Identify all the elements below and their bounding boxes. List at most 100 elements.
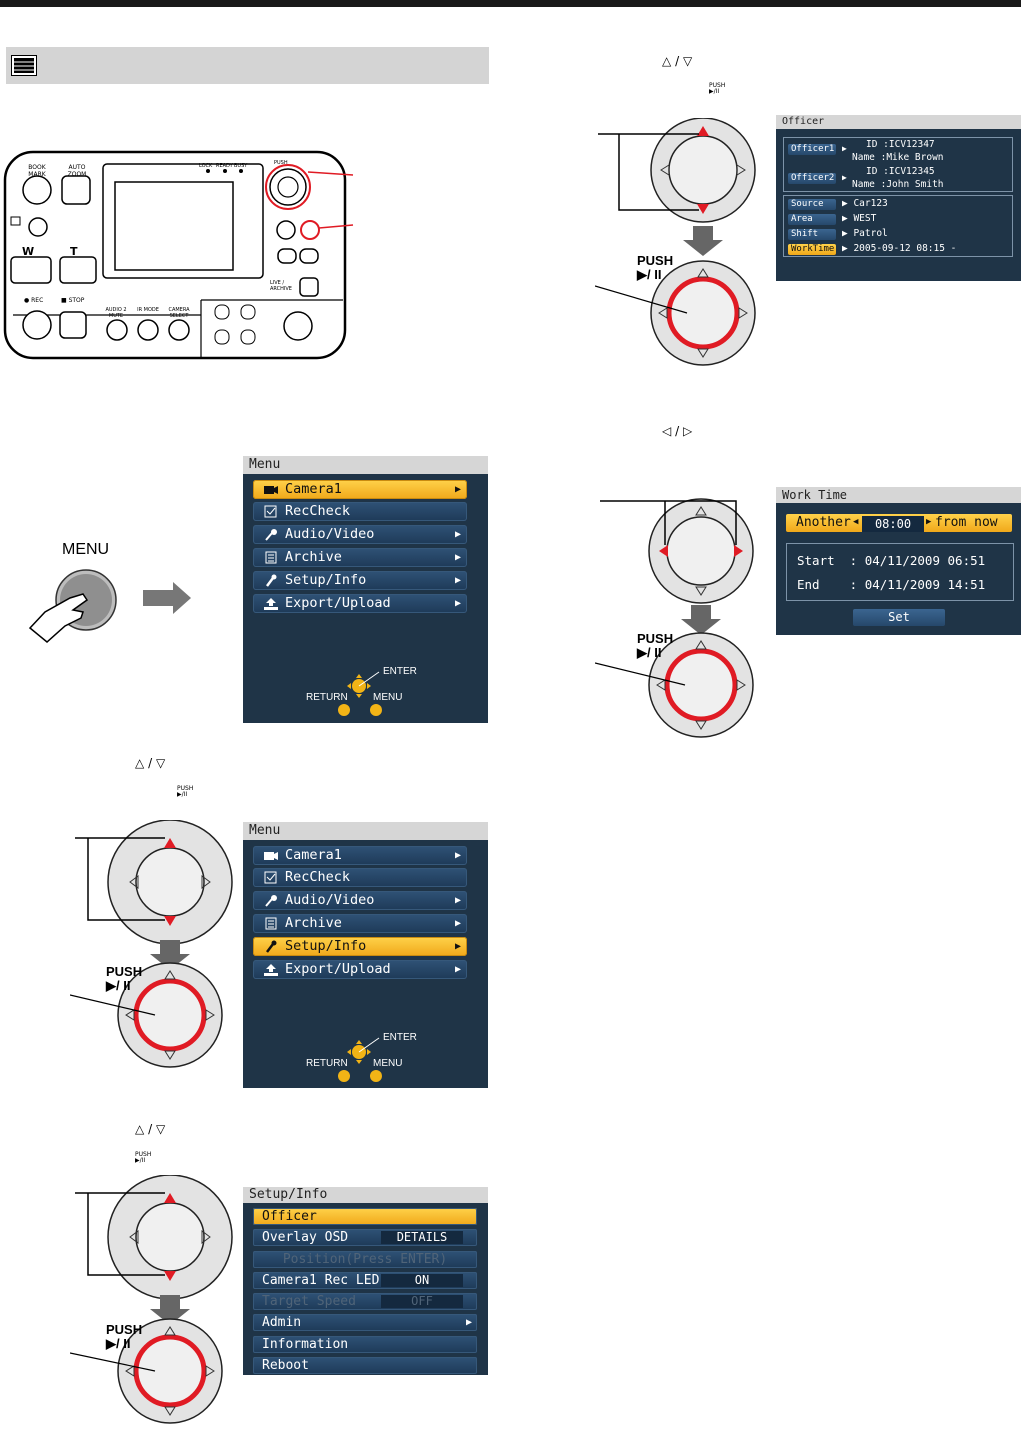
nav-hint-graphic xyxy=(338,1037,382,1082)
push-label-step4: PUSH xyxy=(637,253,674,268)
step5-arrows: ◁ / ▷ xyxy=(662,424,693,438)
hand-pressing-menu-button xyxy=(28,569,191,643)
from-now-label: from now xyxy=(935,515,998,530)
stop-label: ■ STOP xyxy=(61,297,85,304)
menu-title: Menu xyxy=(243,822,488,840)
menu-item-setup-info[interactable]: Setup/Info▶ xyxy=(253,937,467,956)
area-value-row: ▶ WEST xyxy=(842,213,877,224)
reccheck-icon xyxy=(264,871,277,884)
menu-item-audio-video[interactable]: Audio/Video▶ xyxy=(253,525,467,544)
archive-icon xyxy=(265,917,277,930)
live-archive-label: LIVE / ARCHIVE xyxy=(270,280,292,292)
source-button[interactable]: Source xyxy=(788,199,836,210)
officer2-arrow: ▶ xyxy=(842,173,847,182)
wrench-icon xyxy=(266,940,277,953)
busy-label: BUSY xyxy=(234,163,248,169)
wrench-icon xyxy=(266,574,277,587)
microphone-icon xyxy=(265,895,277,907)
device-front-panel xyxy=(3,150,354,360)
worktime-range-box xyxy=(786,543,1014,601)
menu-item-export-upload[interactable]: Export/Upload▶ xyxy=(253,594,467,613)
menu-list-icon xyxy=(11,55,37,76)
section-header xyxy=(6,47,489,84)
nav-return-label: RETURN xyxy=(306,692,348,703)
worktime-value-row: ▶ 2005-09-12 08:15 - xyxy=(842,243,957,254)
push-label-step5: PUSH xyxy=(637,631,674,646)
area-button[interactable]: Area xyxy=(788,214,836,225)
camera1-rec-led-value: ON xyxy=(381,1274,463,1287)
push-symbol-step3: ▶/ II xyxy=(106,1336,131,1351)
tele-label: T xyxy=(70,245,78,258)
step3-arrows: △ / ▽ xyxy=(135,1122,166,1136)
worktime-start: Start : 04/11/2009 06:51 xyxy=(797,553,986,568)
worktime-button[interactable]: WorkTime xyxy=(788,244,836,255)
setup-item-reboot[interactable]: Reboot xyxy=(253,1357,477,1374)
nav-menu-label: MENU xyxy=(373,1058,403,1069)
menu-item-export-upload[interactable]: Export/Upload▶ xyxy=(253,960,467,979)
source-value-row: ▶ Car123 xyxy=(842,198,888,209)
audio-mute-label: AUDIO 2 MUTE xyxy=(105,307,127,319)
fields-group-box xyxy=(783,195,1013,257)
setup-item-admin[interactable]: Admin▶ xyxy=(253,1314,477,1331)
lock-label: LOCK xyxy=(199,163,213,169)
worktime-end: End : 04/11/2009 14:51 xyxy=(797,577,986,592)
officer1-id: ID :ICV12347 xyxy=(866,139,935,150)
menu-item-audio-video[interactable]: Audio/Video▶ xyxy=(253,891,467,910)
menu-item-archive[interactable]: Archive▶ xyxy=(253,548,467,567)
shift-button[interactable]: Shift xyxy=(788,229,836,240)
setup-item-position: Position(Press ENTER) xyxy=(253,1251,477,1268)
step2-push-icon: PUSH ▶/II xyxy=(177,785,194,798)
step4-arrows: △ / ▽ xyxy=(662,54,693,68)
rec-label: ● REC xyxy=(24,297,44,304)
camera-icon xyxy=(264,486,278,494)
ir-mode-label: IR MODE xyxy=(137,307,159,313)
decrease-arrow-icon[interactable]: ◀ xyxy=(853,517,859,527)
book-mark-label: BOOK MARK xyxy=(28,164,46,178)
another-label: Another xyxy=(796,515,851,530)
upload-icon xyxy=(264,964,278,976)
menu-item-camera1[interactable]: Camera1▶ xyxy=(253,846,467,865)
menu-button-label: MENU xyxy=(62,541,110,558)
wide-label: W xyxy=(22,245,35,258)
set-button[interactable]: Set xyxy=(853,609,945,626)
menu-item-reccheck[interactable]: RecCheck xyxy=(253,868,467,887)
officer-group-box xyxy=(783,137,1013,192)
officer2-button[interactable]: Officer2 xyxy=(788,173,836,184)
joystick-leftright-step5 xyxy=(595,498,754,738)
auto-zoom-label: AUTO ZOOM xyxy=(67,164,87,178)
step3-push-icon: PUSH ▶/II xyxy=(135,1151,152,1164)
top-rule xyxy=(0,0,1021,7)
target-speed-value: OFF xyxy=(381,1295,463,1308)
nav-hint-graphic xyxy=(338,671,382,716)
setup-item-officer[interactable]: Officer xyxy=(253,1208,477,1225)
setup-item-information[interactable]: Information xyxy=(253,1336,477,1353)
microphone-icon xyxy=(265,529,277,541)
increase-arrow-icon[interactable]: ▶ xyxy=(926,517,932,527)
work-time-screen: Work Time Another ◀ 08:00 ▶ from now Sta… xyxy=(776,487,1021,635)
push-symbol-step4: ▶/ II xyxy=(637,267,662,282)
menu-item-setup-info[interactable]: Setup/Info▶ xyxy=(253,571,467,590)
joystick-updown-step4 xyxy=(595,118,756,366)
menu-item-archive[interactable]: Archive▶ xyxy=(253,914,467,933)
nav-enter-label: ENTER xyxy=(383,1032,417,1043)
setup-title: Setup/Info xyxy=(243,1187,488,1203)
menu-item-reccheck[interactable]: RecCheck xyxy=(253,502,467,521)
camera-icon xyxy=(264,852,278,860)
joystick-updown-step3 xyxy=(70,1175,233,1424)
joystick-updown-step2 xyxy=(70,820,233,1068)
nav-menu-label: MENU xyxy=(373,692,403,703)
menu-title: Menu xyxy=(243,456,488,474)
ready-label: READY xyxy=(216,163,233,169)
camera-select-label: CAMERA SELECT xyxy=(168,307,190,319)
officer1-button[interactable]: Officer1 xyxy=(788,144,836,155)
worktime-value[interactable]: 08:00 xyxy=(862,516,924,532)
upload-icon xyxy=(264,598,278,610)
push-label-step3: PUSH xyxy=(106,1322,143,1337)
push-symbol-step2: ▶/ II xyxy=(106,978,131,993)
shift-value-row: ▶ Patrol xyxy=(842,228,888,239)
menu-item-camera1[interactable]: Camera1▶ xyxy=(253,480,467,499)
